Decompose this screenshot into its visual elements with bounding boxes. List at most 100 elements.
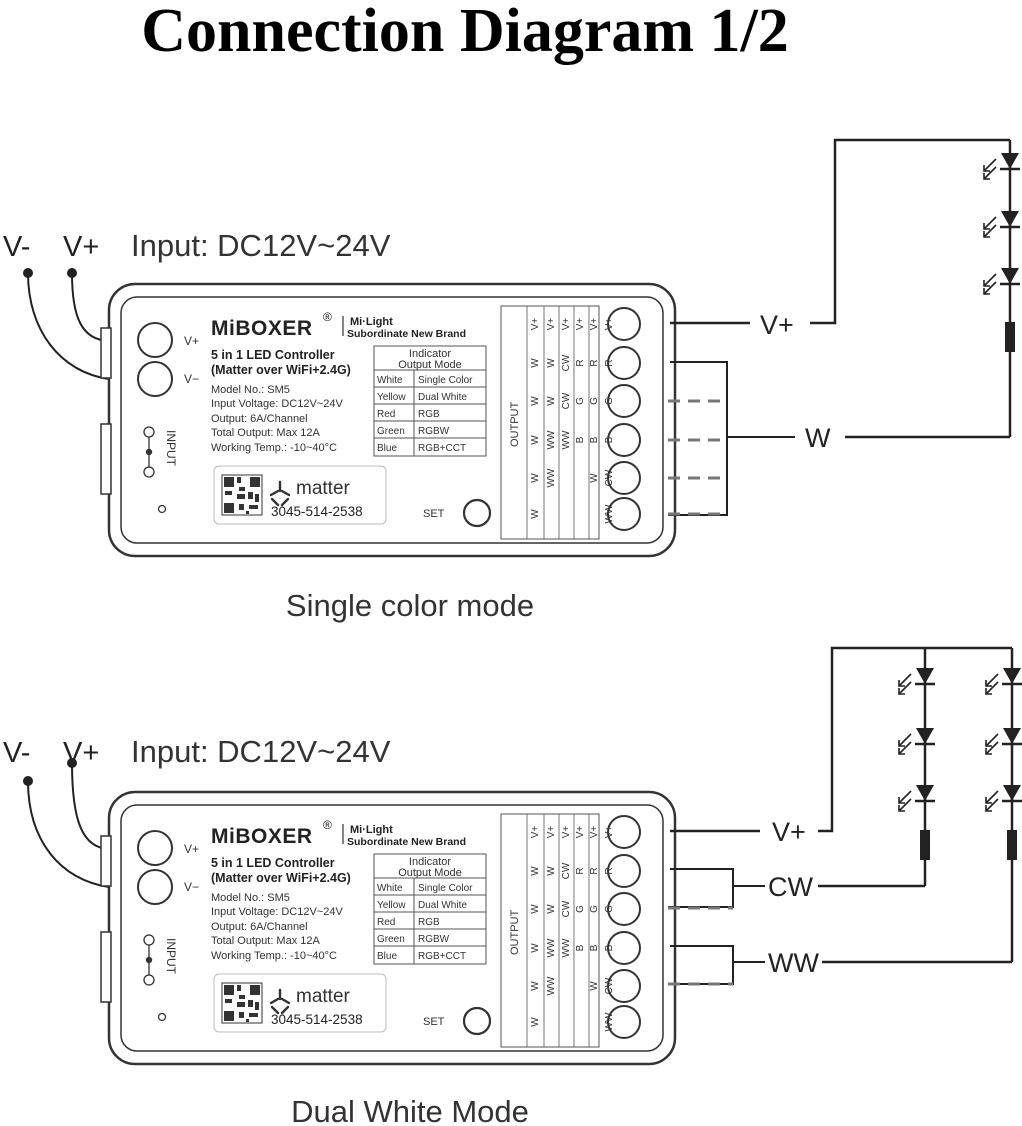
set-button[interactable] [464, 1008, 490, 1034]
total-output-spec: Total Output: Max 12A [211, 427, 320, 439]
subbrand-line1: Mi·Light [350, 316, 393, 328]
indicator-title-2: Output Mode [398, 867, 462, 879]
terminal-label: V+ [561, 826, 572, 839]
terminal-label: V+ [546, 826, 557, 839]
terminal-label: WW [561, 938, 572, 957]
single-color-output-wiring: V+ W [668, 138, 1022, 516]
indicator-color-green: Green [377, 426, 405, 437]
input-v-minus-label-2: V- [3, 737, 30, 769]
indicator-mode-rgbw: RGBW [418, 426, 450, 437]
input-port-label: INPUT [164, 430, 178, 467]
brand-logo: MiBOXER [211, 825, 313, 848]
wire-label-cw: CW [768, 872, 813, 902]
terminal-label: CW [604, 977, 615, 994]
page-title: Connection Diagram 1/2 [141, 0, 789, 65]
terminal-label: G [604, 905, 615, 913]
input-voltage-spec: Input Voltage: DC12V~24V [211, 398, 343, 410]
terminal-label: G [575, 905, 586, 913]
terminal-label: WW [546, 430, 557, 449]
terminal-label: W [530, 904, 541, 914]
working-temp-spec: Working Temp.: -10~40°C [211, 442, 337, 454]
terminal-label: G [575, 397, 586, 405]
indicator-color-white: White [377, 375, 403, 386]
matter-pairing-code: 3045-514-2538 [271, 504, 363, 519]
terminal-label: B [575, 944, 586, 951]
terminal-label: V+ [530, 826, 541, 839]
terminal-label: W [530, 435, 541, 445]
set-button-label: SET [423, 508, 445, 520]
matter-pairing-code: 3045-514-2538 [271, 1012, 363, 1027]
terminal-label: WW [604, 504, 615, 523]
terminal-label: WW [604, 1012, 615, 1031]
terminal-label: W [546, 904, 557, 914]
indicator-color-yellow: Yellow [377, 392, 406, 403]
terminal-label: WW [546, 976, 557, 995]
terminal-label: CW [561, 354, 572, 371]
terminal-label: R [575, 867, 586, 874]
terminal-label: WW [546, 938, 557, 957]
terminal-labels: V+WWWWWV+WWWWWWV+CWCWWWV+RGBV+RGBWV+RGBC… [530, 826, 615, 1032]
dual-white-diagram: V- V+ Input: DC12V~24V MiBOXER ® Mi·Ligh… [3, 646, 1022, 1126]
output-spec: Output: 6A/Channel [211, 921, 308, 933]
model-number: Model No.: SM5 [211, 892, 290, 904]
terminal-label: W [589, 473, 600, 483]
input-voltage-label: Input: DC12V~24V [131, 228, 391, 263]
terminal-label: W [546, 358, 557, 368]
product-name-line1: 5 in 1 LED Controller [211, 856, 335, 870]
set-button-label: SET [423, 1016, 445, 1028]
terminal-label: V+ [589, 318, 600, 331]
indicator-color-red: Red [377, 409, 395, 420]
v-minus-input-wire [27, 272, 110, 380]
terminal-label: B [575, 436, 586, 443]
indicator-title-2: Output Mode [398, 359, 462, 371]
indicator-title-1: Indicator [409, 856, 452, 868]
indicator-color-yellow: Yellow [377, 900, 406, 911]
output-label: OUTPUT [509, 910, 521, 956]
terminal-label: CW [561, 900, 572, 917]
terminal-label: CW [561, 862, 572, 879]
indicator-mode-rgb-cct: RGB+CCT [418, 951, 466, 962]
single-color-diagram: V- V+ Input: DC12V~24V MiBOXER ® Mi·Ligh… [3, 138, 1022, 623]
terminal-label: W [530, 866, 541, 876]
input-port-label: INPUT [164, 938, 178, 975]
terminal-label: V+ [546, 318, 557, 331]
terminal-label: B [589, 944, 600, 951]
model-number: Model No.: SM5 [211, 384, 290, 396]
set-button[interactable] [464, 500, 490, 526]
terminal-label: R [604, 359, 615, 366]
terminal-label: R [589, 359, 600, 366]
output-spec: Output: 6A/Channel [211, 413, 308, 425]
terminal-label: W [546, 396, 557, 406]
input-voltage-spec: Input Voltage: DC12V~24V [211, 906, 343, 918]
terminal-label: V+ [530, 318, 541, 331]
vplus-button-label: V+ [184, 842, 199, 856]
terminal-label: R [575, 359, 586, 366]
mode-label-dual-white: Dual White Mode [291, 1094, 529, 1126]
terminal-label: W [530, 1017, 541, 1027]
working-temp-spec: Working Temp.: -10~40°C [211, 950, 337, 962]
terminal-label: WW [546, 468, 557, 487]
indicator-mode-single-color: Single Color [418, 375, 473, 386]
terminal-label: R [589, 867, 600, 874]
vminus-button-label: V− [184, 372, 199, 386]
subbrand-line2: Subordinate New Brand [347, 836, 466, 848]
terminal-label: WW [561, 430, 572, 449]
terminal-label: V+ [575, 318, 586, 331]
indicator-mode-rgb: RGB [418, 917, 440, 928]
terminal-label: W [530, 396, 541, 406]
indicator-mode-rgb: RGB [418, 409, 440, 420]
subbrand-line2: Subordinate New Brand [347, 328, 466, 340]
indicator-color-blue: Blue [377, 951, 397, 962]
wire-label-ww: WW [768, 948, 819, 978]
terminal-label: CW [561, 392, 572, 409]
terminal-label: G [589, 905, 600, 913]
terminal-label: G [604, 397, 615, 405]
terminal-label: W [589, 981, 600, 991]
controller-device-2: MiBOXER ® Mi·Light Subordinate New Brand… [99, 790, 677, 1066]
indicator-color-blue: Blue [377, 443, 397, 454]
matter-label: matter [296, 986, 351, 1007]
vplus-button-label: V+ [184, 334, 199, 348]
matter-label: matter [296, 478, 351, 499]
controller-device: MiBOXER ® Mi·Light Subordinate New Brand… [99, 282, 677, 558]
